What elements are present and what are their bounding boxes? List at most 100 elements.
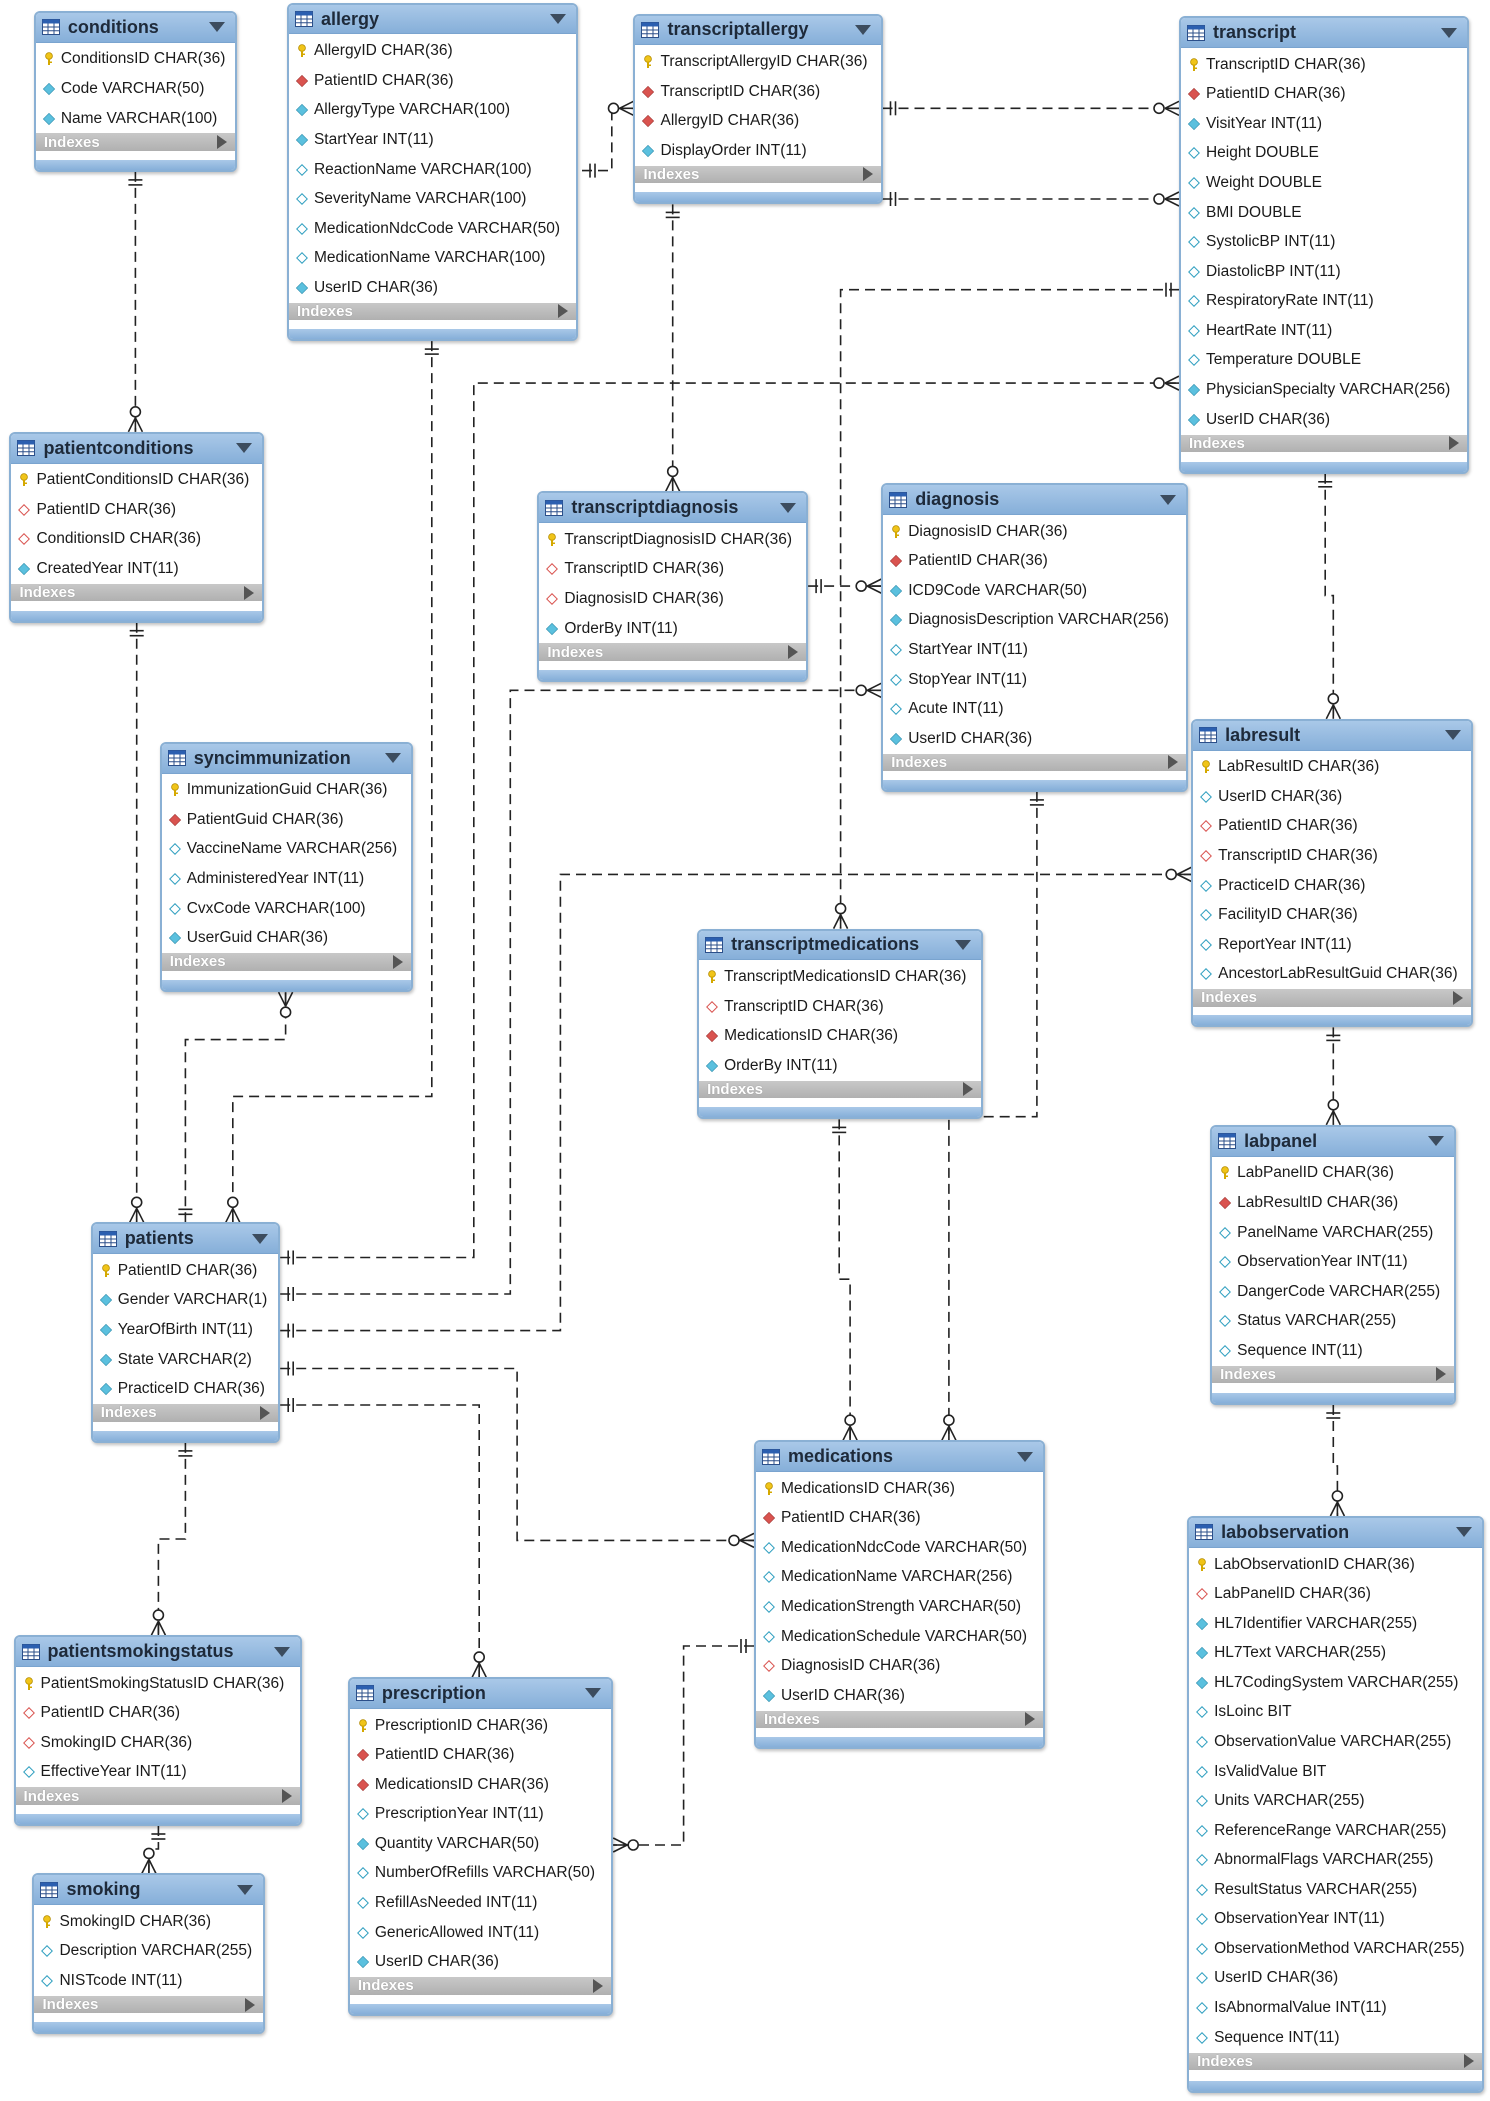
expand-arrow-icon[interactable] <box>392 954 403 969</box>
column-row[interactable]: Sequence INT(11) <box>1189 2023 1481 2053</box>
column-row[interactable]: PatientID CHAR(36) <box>756 1504 1043 1534</box>
column-row[interactable]: MedicationsID CHAR(36) <box>699 1021 981 1051</box>
column-row[interactable]: ObservationValue VARCHAR(255) <box>1189 1727 1481 1757</box>
column-row[interactable]: DangerCode VARCHAR(255) <box>1212 1277 1454 1307</box>
expand-arrow-icon[interactable] <box>1463 2054 1474 2069</box>
relationship-line[interactable] <box>148 1826 160 1874</box>
column-row[interactable]: Sequence INT(11) <box>1212 1336 1454 1366</box>
column-row[interactable]: YearOfBirth INT(11) <box>93 1315 279 1345</box>
collapse-triangle-icon[interactable] <box>854 24 871 35</box>
column-row[interactable]: SmokingID CHAR(36) <box>34 1907 263 1937</box>
indexes-bar[interactable]: Indexes <box>1193 989 1471 1007</box>
collapse-triangle-icon[interactable] <box>237 1884 254 1895</box>
indexes-bar[interactable]: Indexes <box>699 1080 981 1099</box>
column-row[interactable]: AllergyID CHAR(36) <box>289 36 576 66</box>
column-row[interactable]: MedicationNdcCode VARCHAR(50) <box>756 1533 1043 1563</box>
indexes-bar[interactable]: Indexes <box>539 643 807 662</box>
collapse-triangle-icon[interactable] <box>954 939 971 950</box>
column-row[interactable]: PatientID CHAR(36) <box>1181 80 1467 110</box>
indexes-bar[interactable]: Indexes <box>34 1995 264 2014</box>
column-row[interactable]: Acute INT(11) <box>883 694 1186 724</box>
table-header[interactable]: patientconditions <box>11 433 262 464</box>
column-row[interactable]: TranscriptID CHAR(36) <box>635 77 880 107</box>
column-row[interactable]: DiagnosisID CHAR(36) <box>756 1651 1043 1681</box>
expand-arrow-icon[interactable] <box>281 1789 292 1804</box>
column-row[interactable]: FacilityID CHAR(36) <box>1193 900 1471 930</box>
column-row[interactable]: DiastolicBP INT(11) <box>1181 257 1467 287</box>
column-row[interactable]: UserID CHAR(36) <box>1193 782 1471 812</box>
column-row[interactable]: UserID CHAR(36) <box>1181 405 1467 435</box>
column-row[interactable]: RespiratoryRate INT(11) <box>1181 287 1467 317</box>
column-row[interactable]: DiagnosisID CHAR(36) <box>883 517 1186 547</box>
column-row[interactable]: DiagnosisID CHAR(36) <box>539 584 806 614</box>
indexes-bar[interactable]: Indexes <box>349 1977 612 1995</box>
column-row[interactable]: ImmunizationGuid CHAR(36) <box>162 776 411 806</box>
relationship-line[interactable] <box>582 107 634 172</box>
column-row[interactable]: PatientGuid CHAR(36) <box>162 805 411 835</box>
column-row[interactable]: OrderBy INT(11) <box>699 1051 981 1081</box>
column-row[interactable]: PatientID CHAR(36) <box>93 1256 279 1286</box>
column-row[interactable]: IsAbnormalValue INT(11) <box>1189 1993 1481 2023</box>
collapse-triangle-icon[interactable] <box>1016 1451 1033 1462</box>
collapse-triangle-icon[interactable] <box>208 22 225 33</box>
column-row[interactable]: MedicationNdcCode VARCHAR(50) <box>289 214 576 244</box>
table-header[interactable]: labobservation <box>1189 1518 1482 1548</box>
expand-arrow-icon[interactable] <box>1436 1367 1447 1382</box>
relationship-line[interactable] <box>1332 1405 1339 1516</box>
column-row[interactable]: TranscriptID CHAR(36) <box>699 992 981 1022</box>
collapse-triangle-icon[interactable] <box>273 1646 290 1657</box>
column-row[interactable]: NumberOfRefills VARCHAR(50) <box>350 1859 611 1889</box>
table-header[interactable]: smoking <box>34 1875 264 1906</box>
collapse-triangle-icon[interactable] <box>1444 730 1461 741</box>
column-row[interactable]: Gender VARCHAR(1) <box>93 1286 279 1316</box>
column-row[interactable]: Description VARCHAR(255) <box>34 1937 263 1967</box>
indexes-bar[interactable]: Indexes <box>11 583 262 602</box>
column-row[interactable]: CvxCode VARCHAR(100) <box>162 894 411 924</box>
expand-arrow-icon[interactable] <box>1448 436 1459 451</box>
column-row[interactable]: BMI DOUBLE <box>1181 198 1467 228</box>
column-row[interactable]: PatientID CHAR(36) <box>883 547 1186 577</box>
indexes-bar[interactable]: Indexes <box>635 165 881 184</box>
column-row[interactable]: ObservationYear INT(11) <box>1189 1905 1481 1935</box>
column-row[interactable]: HL7Text VARCHAR(255) <box>1189 1638 1481 1668</box>
column-row[interactable]: TranscriptDiagnosisID CHAR(36) <box>539 525 806 555</box>
relationship-line[interactable] <box>157 1442 187 1636</box>
table-header[interactable]: patientsmokingstatus <box>15 1637 300 1667</box>
expand-arrow-icon[interactable] <box>260 1405 271 1420</box>
expand-arrow-icon[interactable] <box>788 645 799 660</box>
indexes-bar[interactable]: Indexes <box>288 302 576 321</box>
expand-arrow-icon[interactable] <box>1168 755 1179 770</box>
expand-arrow-icon[interactable] <box>216 135 227 150</box>
indexes-bar[interactable]: Indexes <box>15 1787 300 1805</box>
column-row[interactable]: LabResultID CHAR(36) <box>1212 1188 1454 1218</box>
collapse-triangle-icon[interactable] <box>384 753 401 764</box>
column-row[interactable]: ConditionsID CHAR(36) <box>36 45 235 75</box>
relationship-line[interactable] <box>1324 473 1335 719</box>
collapse-triangle-icon[interactable] <box>1428 1136 1445 1147</box>
indexes-bar[interactable]: Indexes <box>92 1403 279 1422</box>
table-header[interactable]: transcriptmedications <box>699 930 981 961</box>
collapse-triangle-icon[interactable] <box>1160 494 1177 505</box>
table-header[interactable]: transcript <box>1180 18 1467 48</box>
column-row[interactable]: PrescriptionID CHAR(36) <box>350 1711 611 1741</box>
indexes-bar[interactable]: Indexes <box>755 1710 1043 1729</box>
column-row[interactable]: PanelName VARCHAR(255) <box>1212 1218 1454 1248</box>
column-row[interactable]: MedicationStrength VARCHAR(50) <box>756 1592 1043 1622</box>
column-row[interactable]: MedicationName VARCHAR(100) <box>289 243 576 273</box>
column-row[interactable]: StartYear INT(11) <box>883 635 1186 665</box>
column-row[interactable]: EffectiveYear INT(11) <box>16 1758 300 1788</box>
column-row[interactable]: UserID CHAR(36) <box>289 273 576 303</box>
collapse-triangle-icon[interactable] <box>235 443 252 454</box>
column-row[interactable]: SystolicBP INT(11) <box>1181 227 1467 257</box>
column-row[interactable]: PatientSmokingStatusID CHAR(36) <box>16 1669 300 1699</box>
column-row[interactable]: ObservationMethod VARCHAR(255) <box>1189 1934 1481 1964</box>
